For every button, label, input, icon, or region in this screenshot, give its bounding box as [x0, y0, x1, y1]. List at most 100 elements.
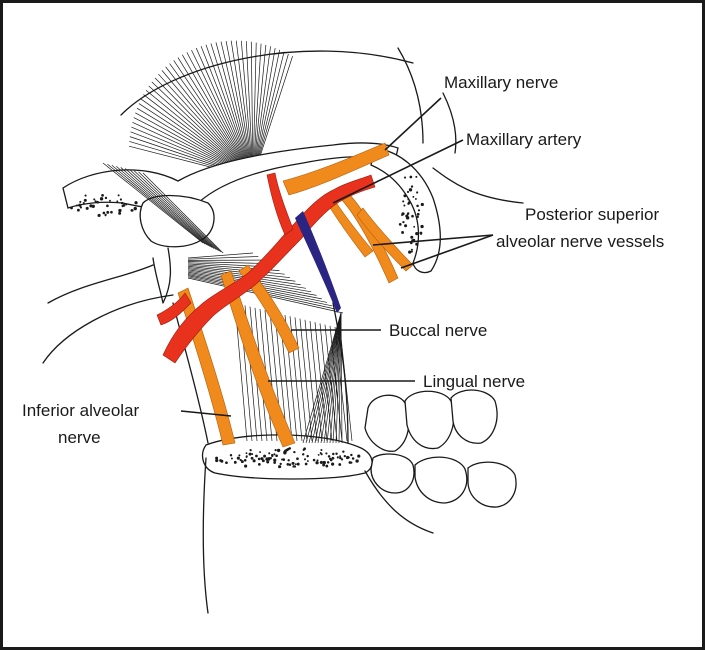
mandible-stipple-dot: [306, 455, 308, 457]
maxillary-nerve-leader: [385, 98, 441, 150]
arch-stipple-dot: [110, 211, 113, 214]
mandible-stipple-dot: [332, 453, 334, 455]
mandible-stipple-dot: [322, 463, 325, 466]
label-inferior-alveolar-line2: nerve: [58, 428, 101, 447]
arch-stipple-dot: [83, 202, 85, 204]
medial-pterygoid-fiber: [341, 313, 342, 443]
mandible-stipple-dot: [352, 457, 355, 460]
mandible-stipple-dot: [230, 454, 232, 456]
mandible-stipple-dot: [246, 452, 248, 454]
label-maxillary-nerve: Maxillary nerve: [444, 73, 558, 92]
molar-teeth: [365, 390, 516, 507]
medial-pterygoid-fiber: [295, 317, 307, 441]
maxilla-stipple-dot: [409, 176, 412, 179]
mandible-stipple-dot: [304, 458, 306, 460]
mandible-stipple-dot: [357, 455, 360, 458]
label-inferior-alveolar-line1: Inferior alveolar: [22, 401, 140, 420]
mandible-stipple-dot: [303, 449, 305, 451]
arch-stipple-dot: [116, 200, 118, 202]
mandible-stipple-dot: [277, 449, 280, 452]
mandible-stipple-dot: [316, 459, 318, 461]
temporalis-fiber: [253, 43, 256, 158]
mandible-stipple-dot: [258, 463, 261, 466]
maxilla-stipple-dot: [404, 176, 406, 178]
mandible-stipple-dot: [284, 449, 287, 452]
mandible-stipple-dot: [339, 457, 342, 460]
mandible-stipple-dot: [331, 463, 334, 466]
arch-stipple-dot: [131, 209, 133, 211]
mandible-stipple-dot: [337, 456, 339, 458]
arch-stipple-dot: [101, 194, 104, 197]
mandible-stipple-dot: [225, 461, 228, 464]
mandible-stipple-dot: [287, 463, 290, 466]
mandible-stipple-dot: [259, 451, 261, 453]
mandible-stipple-dot: [253, 459, 256, 462]
mandible-stipple-dot: [280, 463, 282, 465]
maxilla-stipple-dot: [411, 215, 414, 218]
mandible-stipple-dot: [305, 463, 308, 466]
mandible-stipple-dot: [278, 465, 281, 468]
mandible-stipple-dot: [251, 453, 253, 455]
mandible-stipple-dot: [295, 463, 297, 465]
mandible-stipple-dot: [287, 459, 289, 461]
label-posterior-superior-line2: alveolar nerve vessels: [496, 232, 664, 251]
mandible-stipple-dot: [262, 459, 265, 462]
maxilla-stipple-dot: [407, 191, 409, 193]
temporalis-fiber: [221, 42, 248, 159]
mandible-stipple-dot: [292, 462, 295, 465]
maxilla-stipple-dot: [403, 194, 406, 197]
medial-pterygoid-fiber: [318, 313, 341, 443]
mandible-stipple-dot: [325, 465, 328, 468]
mandible-stipple-dot: [234, 461, 237, 464]
label-buccal-nerve: Buccal nerve: [389, 321, 487, 340]
mandible-stipple-dot: [275, 454, 278, 457]
temporalis-fiber: [155, 78, 239, 164]
temporalis-fiber: [259, 56, 292, 159]
maxilla-stipple-dot: [407, 213, 409, 215]
mandible-stipple-dot: [313, 459, 316, 462]
arch-stipple-dot: [118, 194, 120, 196]
arch-stipple-dot: [106, 211, 109, 214]
psa-nerve-branch-2: [341, 193, 398, 283]
maxilla-stipple-dot: [416, 205, 419, 208]
maxilla-stipple-dot: [407, 202, 409, 204]
mandible-stipple-dot: [251, 457, 254, 460]
mandible-stipple-dot: [255, 455, 258, 458]
mandible-stipple-dot: [266, 460, 269, 463]
arch-stipple-dot: [109, 200, 111, 202]
maxilla-stipple-dot: [420, 225, 423, 228]
mandible-stipple-dot: [320, 449, 322, 451]
mandible-stipple-dot: [281, 459, 283, 461]
arch-stipple-dot: [84, 199, 87, 202]
mandible-stipple-dot: [315, 461, 318, 464]
maxilla-stipple-dot: [399, 223, 402, 226]
maxilla-stipple-dot: [401, 212, 404, 215]
arch-stipple-dot: [98, 214, 101, 217]
arch-stipple-dot: [100, 197, 103, 200]
maxilla-stipple-dot: [401, 231, 404, 234]
maxilla-stipple-dot: [403, 204, 405, 206]
arch-stipple-dot: [70, 207, 73, 210]
mandible-stipple-dot: [321, 453, 323, 455]
mandible-stipple-dot: [271, 455, 273, 457]
mandible-stipple-dot: [325, 452, 327, 454]
mandible-stipple-dot: [249, 453, 252, 456]
mandible-stipple-dot: [327, 461, 329, 463]
mandible-stipple-dot: [273, 461, 276, 464]
mandible-stipple-dot: [355, 459, 358, 462]
mandible-stipple-dot: [294, 465, 296, 467]
arch-stipple-dot: [80, 206, 82, 208]
mandible-stipple-dot: [293, 451, 295, 453]
mandible-stipple-dot: [288, 447, 291, 450]
mandible-stipple-dot: [258, 458, 261, 461]
mandible-stipple-dot: [275, 449, 277, 451]
arch-stipple-dot: [84, 194, 86, 196]
temporalis-fiber: [187, 52, 244, 160]
mandible-stipple-dot: [268, 452, 270, 454]
mandible-stipple-dot: [302, 453, 304, 455]
upper-molar-1: [365, 395, 409, 451]
maxilla-stipple-dot: [412, 196, 414, 198]
mandible-stipple-dot: [338, 463, 341, 466]
mandible-stipple-dot: [307, 460, 309, 462]
